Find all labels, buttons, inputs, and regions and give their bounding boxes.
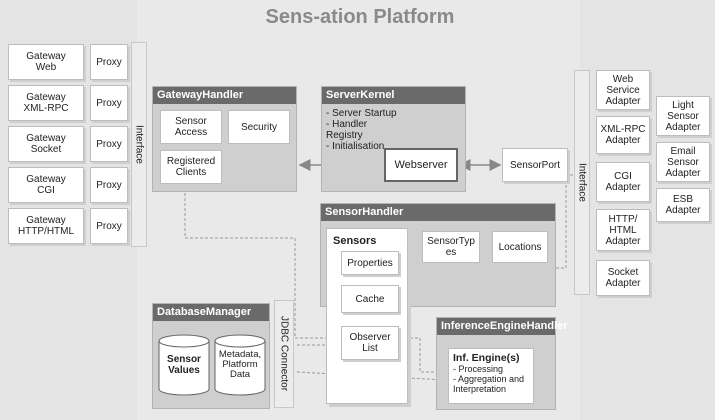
- metadata-cylinder: [214, 334, 266, 396]
- socket-adapter: Socket Adapter: [596, 260, 650, 296]
- gateway-xmlrpc: Gateway XML-RPC: [8, 85, 84, 121]
- server-kernel-title: ServerKernel: [322, 87, 465, 104]
- observer-list-box: Observer List: [341, 326, 399, 360]
- left-interface-label: Interface: [131, 42, 147, 247]
- jdbc-connector-label: JDBC Connector: [274, 300, 294, 408]
- registered-clients-box: Registered Clients: [160, 150, 222, 184]
- locations-box: Locations: [492, 231, 548, 263]
- clients-observer-link: [184, 188, 340, 339]
- sensor-port-box: SensorPort: [502, 148, 568, 182]
- webserver-box: Webserver: [384, 148, 458, 182]
- sensor-handler-title: SensorHandler: [321, 204, 555, 221]
- cache-box: Cache: [341, 285, 399, 313]
- gateway-http: Gateway HTTP/HTML: [8, 208, 84, 244]
- xmlrpc-adapter: XML-RPC Adapter: [596, 116, 650, 154]
- sensor-values-cylinder: [158, 334, 210, 396]
- light-sensor-adapter: Light Sensor Adapter: [656, 96, 710, 136]
- observer-inference-link: [400, 337, 446, 376]
- gateway-socket: Gateway Socket: [8, 126, 84, 162]
- sensor-access-box: Sensor Access: [160, 110, 222, 144]
- properties-box: Properties: [341, 251, 399, 275]
- metadata-label: Metadata, Platform Data: [218, 349, 262, 380]
- proxy-cgi: Proxy: [90, 167, 128, 203]
- diagram-title: Sens-ation Platform: [265, 6, 455, 28]
- right-interface-label: Interface: [574, 70, 590, 295]
- gateway-handler-title: GatewayHandler: [153, 87, 296, 104]
- server-kernel-items: - Server Startup - Handler Registry - In…: [326, 108, 397, 152]
- esb-adapter: ESB Adapter: [656, 188, 710, 222]
- sensors-title: Sensors: [333, 235, 377, 247]
- gateway-cgi: Gateway CGI: [8, 167, 84, 203]
- sensor-types-box: SensorTyp es: [422, 231, 480, 263]
- security-box: Security: [228, 110, 290, 144]
- gateway-web: Gateway Web: [8, 44, 84, 80]
- inference-handler-title: InferenceEngineHandler: [437, 318, 568, 335]
- database-manager-title: DatabaseManager: [153, 304, 269, 321]
- email-sensor-adapter: Email Sensor Adapter: [656, 142, 710, 182]
- proxy-xmlrpc: Proxy: [90, 85, 128, 121]
- sensor-values-label: Sensor Values: [167, 354, 201, 376]
- inference-engine-box: Inf. Engine(s) - Processing - Aggregatio…: [448, 348, 534, 404]
- proxy-web: Proxy: [90, 44, 128, 80]
- inference-engine-items: - Processing - Aggregation and Interpret…: [453, 364, 525, 394]
- proxy-socket: Proxy: [90, 126, 128, 162]
- proxy-http: Proxy: [90, 208, 128, 244]
- cgi-adapter: CGI Adapter: [596, 162, 650, 202]
- http-html-adapter: HTTP/ HTML Adapter: [596, 209, 650, 251]
- web-service-adapter: Web Service Adapter: [596, 70, 650, 110]
- inference-engine-title: Inf. Engine(s): [453, 352, 520, 364]
